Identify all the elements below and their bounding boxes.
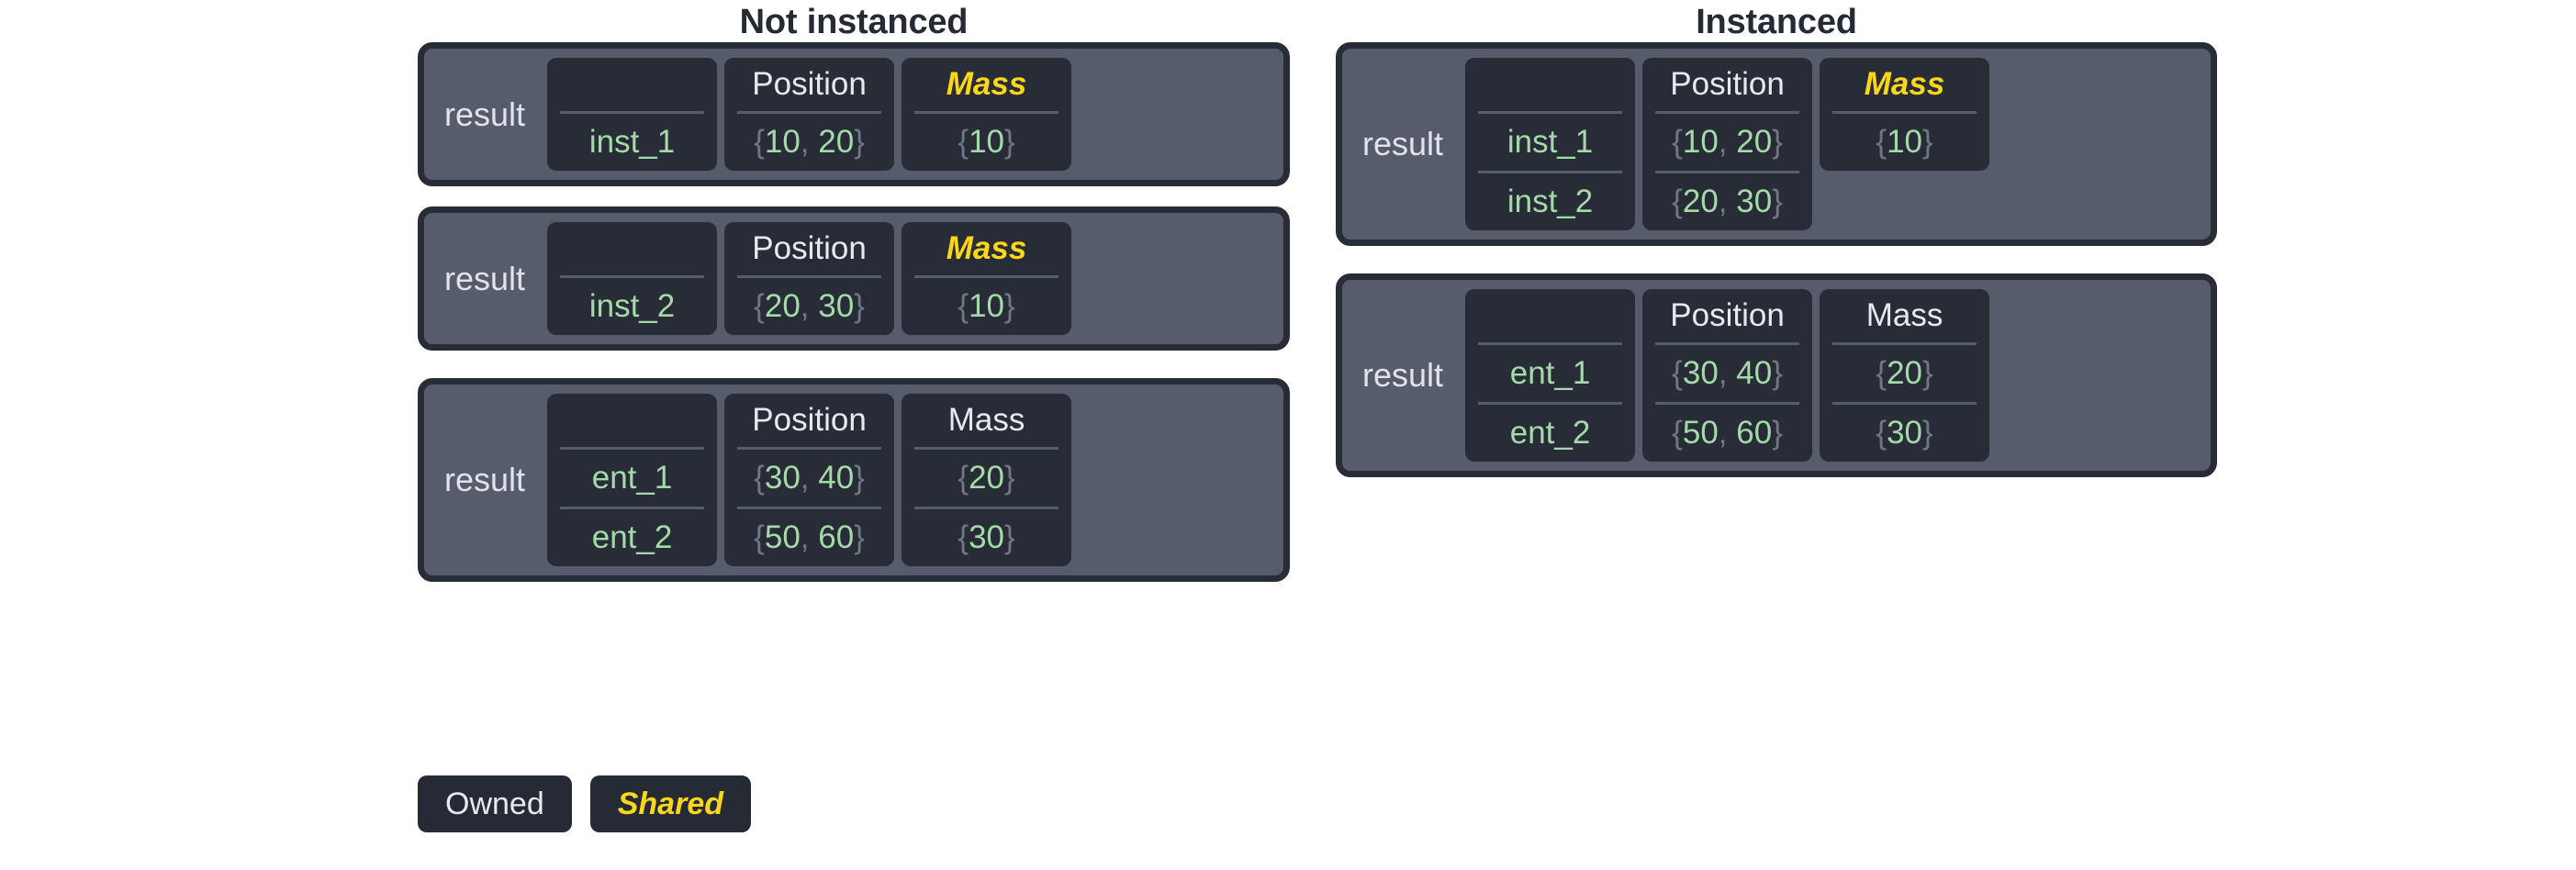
table-cell-name: ent_2	[560, 507, 705, 566]
table-label: result	[444, 259, 526, 297]
table-columns: inst_2 Position {20, 30} Mass {10}	[547, 213, 1283, 344]
table-cell-mass: {30}	[914, 507, 1059, 566]
table-column-position: Position {30, 40}{50, 60}	[1642, 289, 1813, 462]
column-header-name	[547, 222, 717, 275]
column-header-position: Position	[752, 402, 867, 438]
table-cell-name: ent_2	[1478, 402, 1623, 462]
table-column-position: Position {20, 30}	[724, 222, 895, 335]
table-cell-position: {20, 30}	[1655, 171, 1800, 230]
table-gap	[418, 186, 1290, 206]
result-table: result inst_1 Position {10, 20} Mass {10}	[418, 42, 1290, 186]
column-header-name	[1465, 289, 1635, 342]
table-cell-position: {30, 40}	[737, 447, 882, 507]
table-cell-name: ent_1	[560, 447, 705, 507]
table-cell-name: ent_1	[1478, 342, 1623, 402]
table-label: result	[444, 95, 526, 133]
table-cell-name: inst_2	[560, 275, 705, 335]
table-cell-name: inst_1	[1478, 111, 1623, 171]
column-header-position: Position	[752, 230, 867, 266]
column-header-mass: Mass	[947, 402, 1025, 438]
column-header-mass: Mass	[946, 66, 1027, 102]
table-column-name: inst_1	[547, 58, 718, 171]
table-cell-mass: {20}	[1832, 342, 1977, 402]
table-cell-mass: {20}	[914, 447, 1059, 507]
table-label: result	[1362, 356, 1444, 394]
column-header-name	[547, 394, 717, 447]
table-cell-position: {20, 30}	[737, 275, 882, 335]
table-cell-name: inst_1	[560, 111, 705, 171]
table-columns: inst_1 Position {10, 20} Mass {10}	[547, 49, 1283, 180]
table-cell-position: {10, 20}	[737, 111, 882, 171]
column-header-mass: Mass	[1864, 66, 1945, 102]
column-title-not-instanced: Not instanced	[739, 3, 969, 41]
table-cell-position: {50, 60}	[1655, 402, 1800, 462]
table-column-mass: Mass {20}{30}	[902, 394, 1072, 566]
table-cell-mass: {10}	[914, 111, 1059, 171]
table-gap	[1336, 246, 2217, 273]
column-header-position: Position	[1670, 66, 1785, 102]
legend-chip-shared: Shared	[589, 775, 751, 832]
result-table: result inst_2 Position {20, 30} Mass {10}	[418, 206, 1290, 351]
table-cell-mass: {10}	[914, 275, 1059, 335]
table-cell-position: {50, 60}	[737, 507, 882, 566]
column-header-mass: Mass	[1865, 297, 1943, 333]
table-column-position: Position {10, 20}{20, 30}	[1642, 58, 1813, 230]
table-label: result	[444, 461, 526, 498]
legend-chip-owned: Owned	[418, 775, 572, 832]
table-column-mass: Mass {10}	[1820, 58, 1990, 171]
table-column-name: inst_2	[547, 222, 718, 335]
legend: Owned Shared	[418, 775, 751, 832]
table-column-mass: Mass {10}	[902, 222, 1072, 335]
column-header-position: Position	[1670, 297, 1785, 333]
column-header-name	[1465, 58, 1635, 111]
table-cell-mass: {10}	[1832, 111, 1977, 171]
column-header-name	[547, 58, 717, 111]
table-cell-name: inst_2	[1478, 171, 1623, 230]
table-cell-mass: {30}	[1832, 402, 1977, 462]
column-title-instanced: Instanced	[1696, 3, 1857, 41]
column-header-mass: Mass	[946, 230, 1027, 266]
table-column-mass: Mass {20}{30}	[1820, 289, 1990, 462]
table-label: result	[1362, 125, 1444, 162]
table-gap	[418, 351, 1290, 378]
table-column-position: Position {30, 40}{50, 60}	[724, 394, 895, 566]
table-cell-position: {30, 40}	[1655, 342, 1800, 402]
table-column-position: Position {10, 20}	[724, 58, 895, 171]
table-cell-position: {10, 20}	[1655, 111, 1800, 171]
column-header-position: Position	[752, 66, 867, 102]
table-column-mass: Mass {10}	[902, 58, 1072, 171]
